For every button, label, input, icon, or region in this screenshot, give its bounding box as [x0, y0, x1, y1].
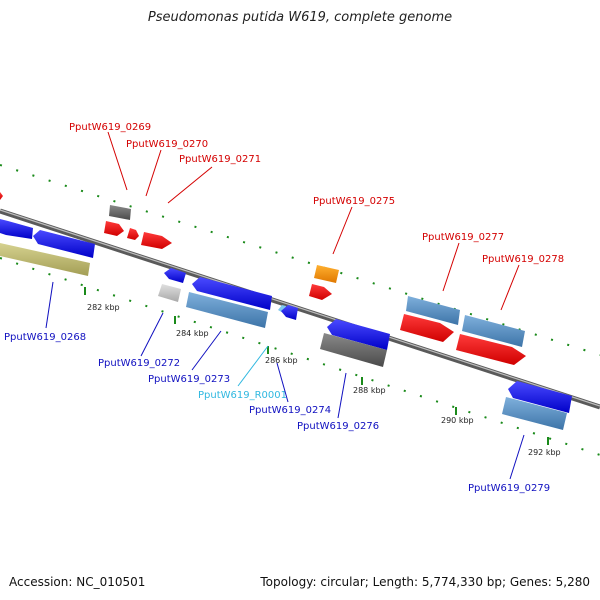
gene-feature-0278-a — [462, 315, 525, 347]
gene-label-0277: PputW619_0277 — [422, 232, 504, 243]
gene-feature-0270-a — [104, 221, 124, 236]
gene-feature-0268-b — [33, 230, 95, 258]
scale-label-288: 288 kbp — [353, 386, 386, 395]
gene-feature-0276-b — [320, 333, 387, 367]
gene-label-0278: PputW619_0278 — [482, 254, 564, 265]
gene-label-R0001: PputW619_R0001 — [198, 390, 287, 401]
genome-summary-text: Topology: circular; Length: 5,774,330 bp… — [260, 575, 590, 589]
gene-feature-0276-a — [327, 319, 390, 350]
gene-label-0279: PputW619_0279 — [468, 483, 550, 494]
gene-feature-0275-a — [314, 265, 339, 283]
gene-label-0268: PputW619_0268 — [4, 332, 86, 343]
gene-feature-0277-a — [406, 296, 460, 325]
scale-ticks — [84, 287, 549, 445]
gene-feature-0268-c — [0, 243, 90, 276]
callout-lines — [45, 131, 525, 480]
gene-label-0273: PputW619_0273 — [148, 374, 230, 385]
gene-label-0274: PputW619_0274 — [249, 405, 331, 416]
accession-text: Accession: NC_010501 — [9, 575, 146, 589]
gene-feature-0279-b — [502, 397, 567, 430]
gene-feature-0273-b — [186, 292, 268, 328]
gene-label-0275: PputW619_0275 — [313, 196, 395, 207]
gene-feature-0272-b — [158, 284, 181, 302]
gene-label-0269: PputW619_0269 — [69, 122, 151, 133]
gene-feature-0270-b — [127, 228, 139, 240]
scale-label-286: 286 kbp — [265, 356, 298, 365]
inner-strand-features — [0, 219, 572, 430]
scale-label-284: 284 kbp — [176, 329, 209, 338]
gene-label-0270: PputW619_0270 — [126, 139, 208, 150]
gene-feature-0274 — [281, 305, 298, 320]
gene-label-0271: PputW619_0271 — [179, 154, 261, 165]
gene-feature-0269 — [109, 205, 131, 220]
gene-feature-0272-a — [164, 268, 186, 283]
gene-label-0272: PputW619_0272 — [98, 358, 180, 369]
gene-feature-0268-a — [0, 219, 33, 239]
scale-label-292: 292 kbp — [528, 448, 561, 457]
genome-backbone — [0, 208, 600, 410]
gene-feature-0278-b — [456, 334, 526, 365]
gene-feature — [0, 192, 3, 200]
scale-label-290: 290 kbp — [441, 416, 474, 425]
gene-feature-0275-b — [309, 284, 332, 300]
gene-feature-0273-a — [192, 277, 272, 310]
outer-strand-features — [0, 192, 526, 365]
gene-feature-0271 — [141, 232, 172, 249]
scale-label-282: 282 kbp — [87, 303, 120, 312]
gene-label-0276: PputW619_0276 — [297, 421, 379, 432]
gene-feature-0279-a — [508, 381, 572, 413]
gene-feature-0277-b — [400, 314, 454, 342]
map-title: Pseudomonas putida W619, complete genome — [147, 10, 453, 25]
